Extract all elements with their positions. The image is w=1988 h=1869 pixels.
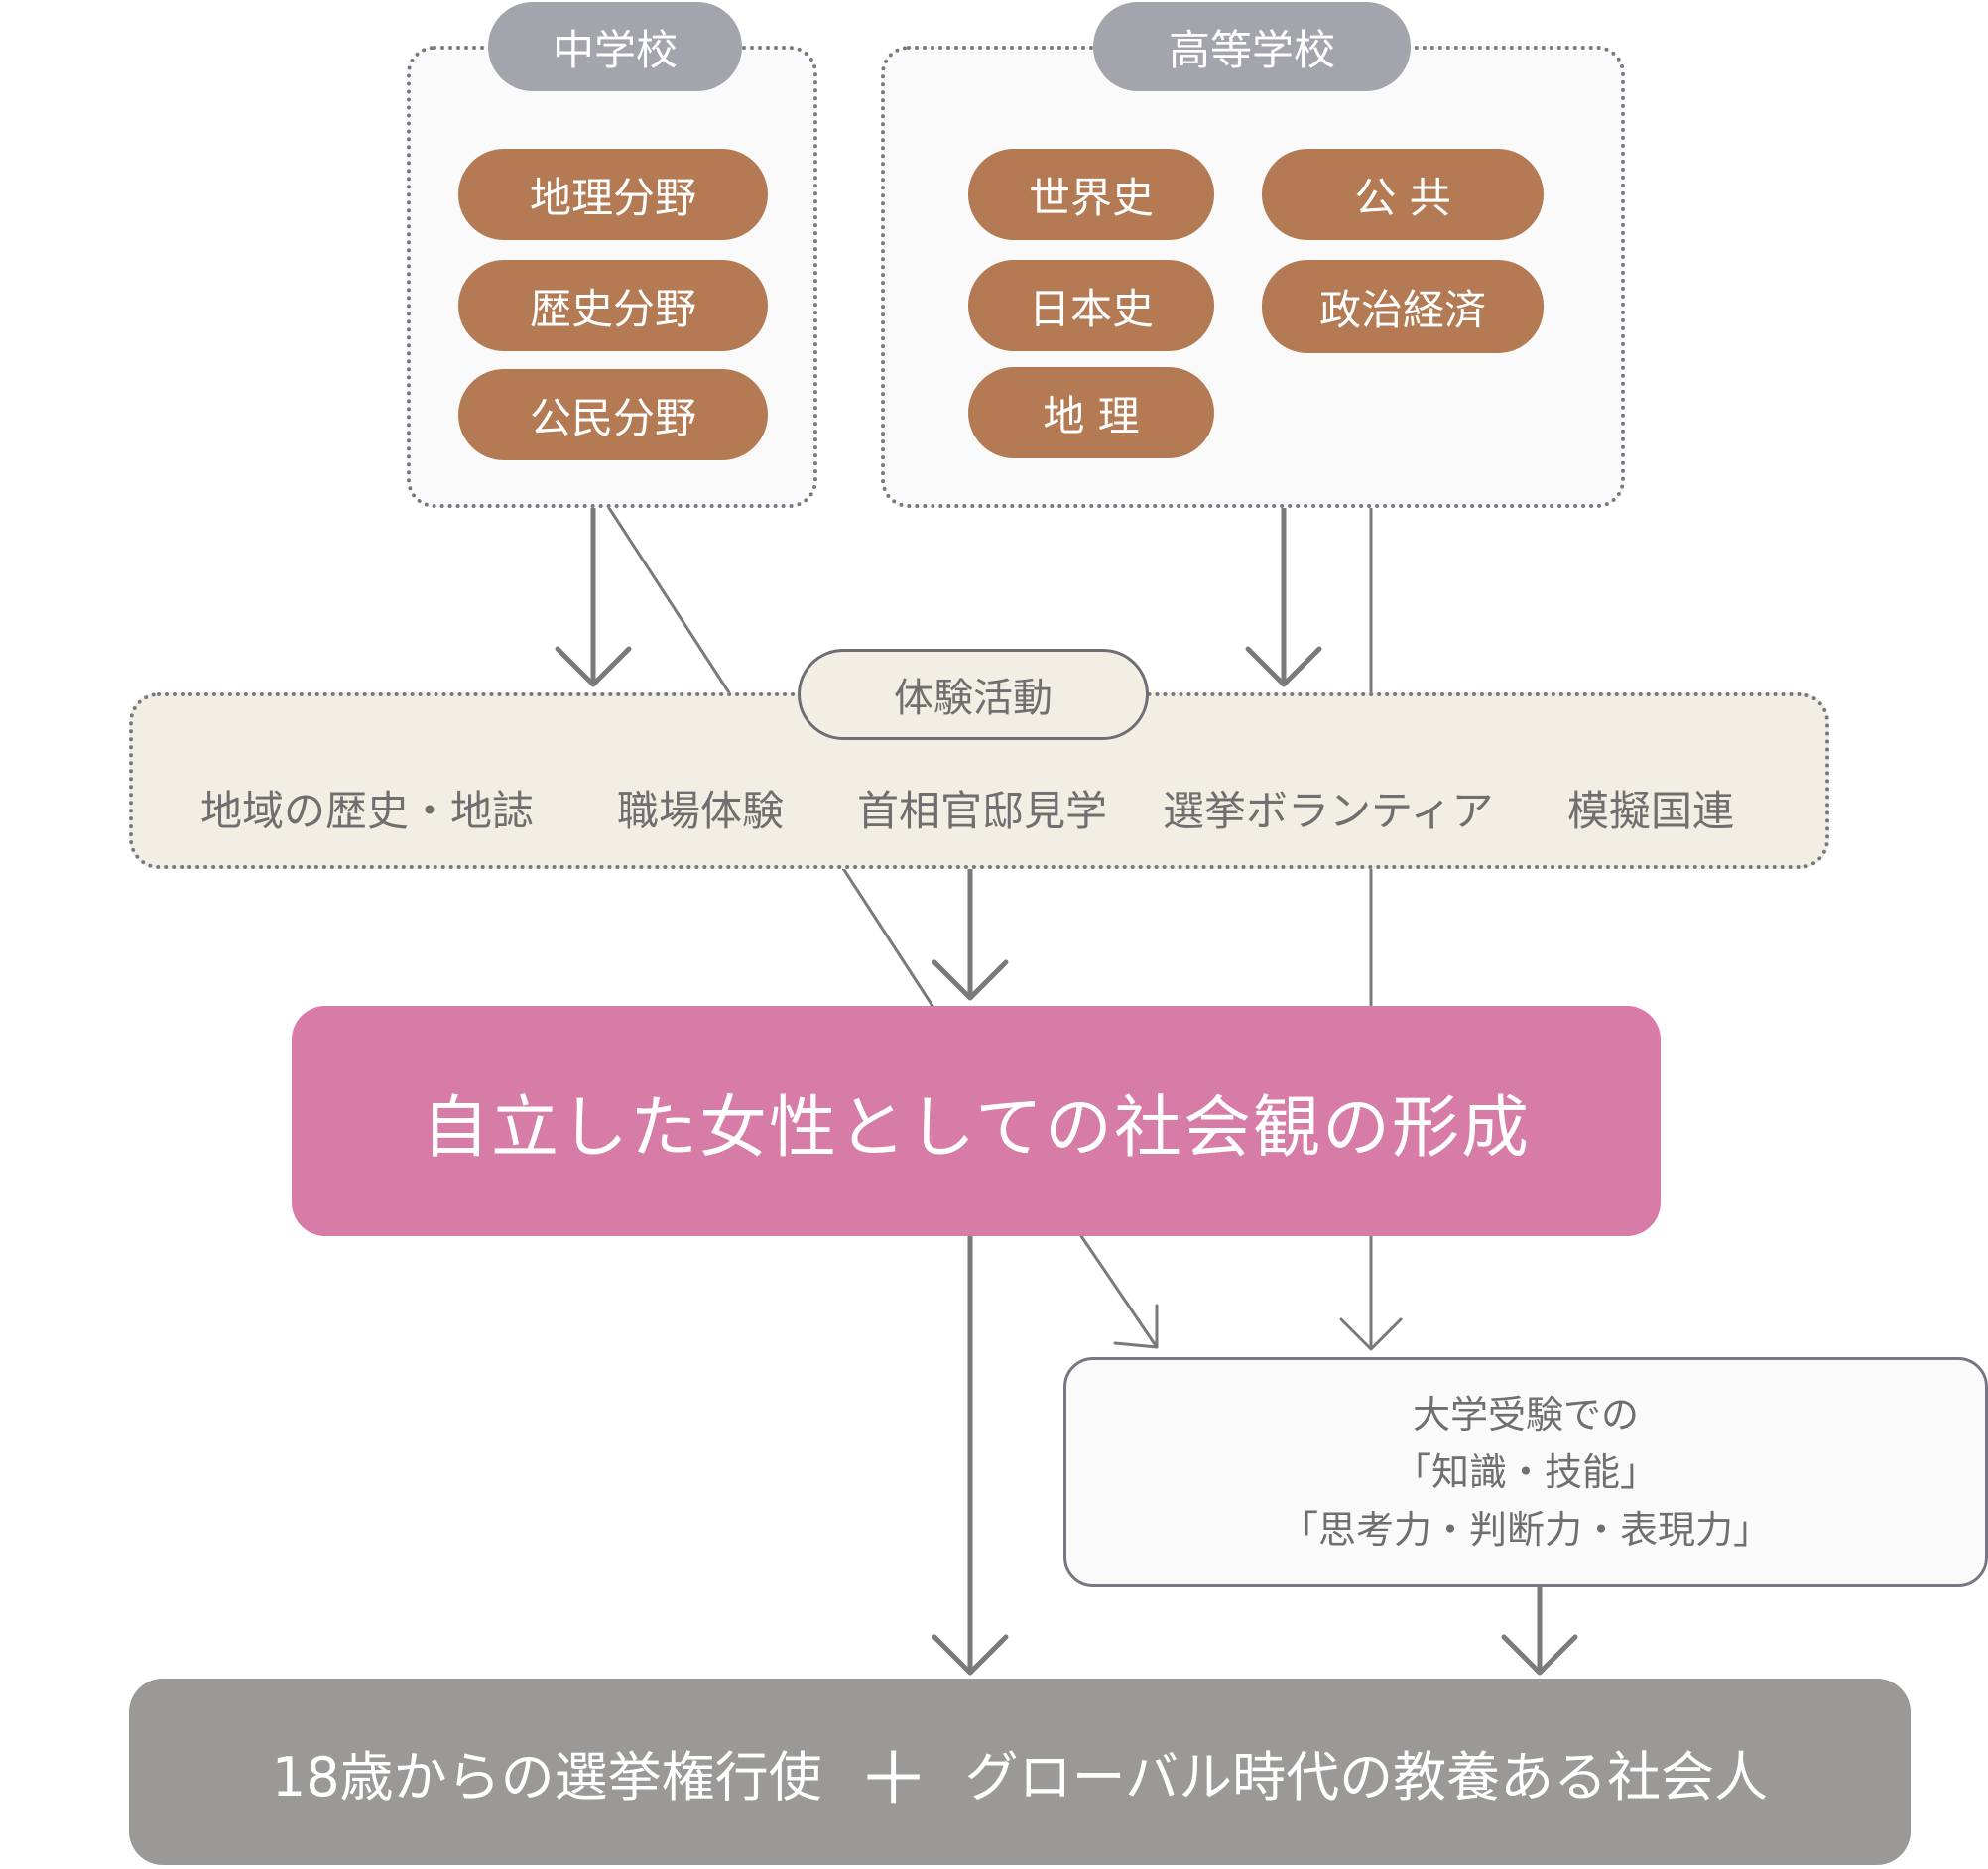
experience-item-pm-office-visit: 首相官邸見学	[857, 787, 1108, 835]
subject-pill-public: 公 共	[1262, 149, 1544, 240]
arrowhead-exam-to-result	[1501, 1634, 1578, 1676]
exam-line-1: 大学受験での	[1412, 1393, 1639, 1436]
exam-box: 大学受験での 「知識・技能」 「思考力・判断力・表現力」	[1063, 1357, 1988, 1587]
connector-goal-to-exam	[1079, 1234, 1159, 1349]
exam-line-3: 「思考力・判断力・表現力」	[1280, 1508, 1771, 1552]
subject-pill-history-field: 歴史分野	[458, 260, 768, 351]
subject-pill-geography-field: 地理分野	[458, 149, 768, 240]
arrowhead-experience-to-goal	[932, 959, 1009, 1001]
goal-box: 自立した女性としての社会観の形成	[292, 1006, 1661, 1236]
arrowhead-high-to-experience	[1245, 646, 1322, 687]
result-right-text: グローバル時代の教養ある社会人	[964, 1745, 1769, 1808]
arrowhead-goal-to-result	[932, 1634, 1009, 1676]
arrowhead-goal-to-exam	[1113, 1304, 1159, 1349]
subject-pill-politics-economics: 政治経済	[1262, 260, 1544, 353]
subject-pill-civics-field: 公民分野	[458, 369, 768, 460]
exam-line-2: 「知識・技能」	[1393, 1450, 1658, 1494]
junior-high-label: 中学校	[488, 2, 742, 91]
high-school-label: 高等学校	[1093, 2, 1411, 91]
plus-icon: ＋	[857, 1736, 930, 1820]
experience-item-model-un: 模擬国連	[1567, 787, 1735, 835]
experience-item-workplace: 職場体験	[617, 787, 785, 835]
arrowhead-junior-to-experience	[555, 646, 632, 687]
experience-item-local-history: 地域の歴史・地誌	[200, 787, 535, 835]
experience-item-election-volunteer: 選挙ボランティア	[1163, 787, 1494, 835]
experience-label: 体験活動	[798, 649, 1149, 740]
subject-pill-geography: 地 理	[968, 367, 1214, 458]
result-box: 18歳からの選挙権行使 ＋ グローバル時代の教養ある社会人	[129, 1679, 1911, 1865]
subject-pill-japanese-history: 日本史	[968, 260, 1214, 351]
subject-pill-world-history: 世界史	[968, 149, 1214, 240]
result-left-text: 18歳からの選挙権行使	[271, 1745, 822, 1808]
arrowhead-high-to-exam	[1339, 1317, 1403, 1351]
